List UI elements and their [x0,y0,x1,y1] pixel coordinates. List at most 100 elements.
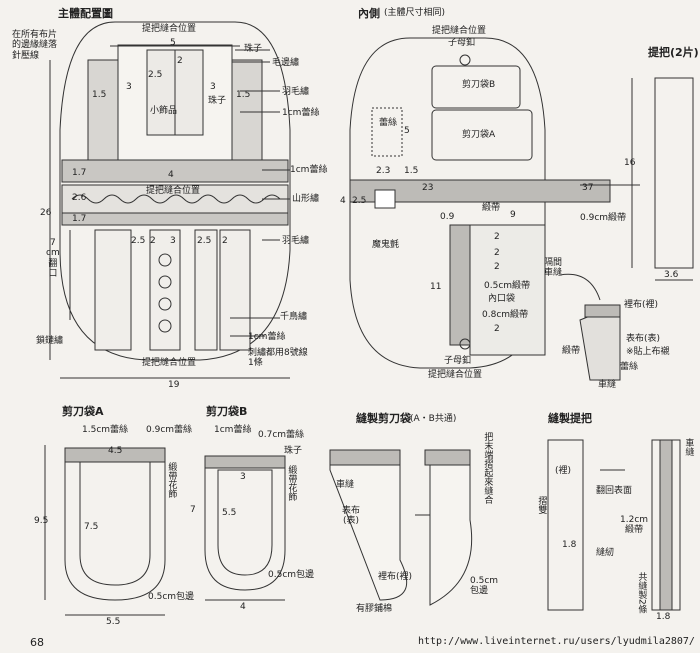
main-body-note: 在所有布片 的邊緣縫落 針壓線 [12,30,58,61]
inner-handle-pos-top: 提把縫合位置 [432,26,487,36]
opening-label: 7 cm 翻 口 [46,238,60,280]
inner-ribbon-08-label: 0.8cm緞帶 [482,310,529,320]
sew-pocket-batting: 有膠鋪棉 [356,604,393,614]
sew-handle-sew: 縫紉 [596,548,615,558]
handle-stitch-label: 車縫 [598,380,617,390]
inner-ribbon-09-label: 0.9cm緞帶 [580,213,627,223]
pocket-b-dim-5-5: 5.5 [222,508,237,518]
inner-body-outline [349,37,546,369]
dim-c2-5b: 2.5 [197,236,212,246]
dim-c2-5a: 2.5 [131,236,146,246]
sew-pocket-title: 縫製剪刀袋 [356,412,411,425]
pocket-a-lace09: 0.9cm蕾絲 [146,425,193,435]
mountain-stitch-label: 山形繡 [292,194,320,204]
main-body-title: 主體配置圖 [58,7,113,20]
pocket-b-dim-7: 7 [190,505,196,515]
inner-dim-9: 9 [510,210,516,220]
sew-pocket-bind: 0.5cm 包邊 [470,576,499,597]
pocket-b-bind: 0.5cm包邊 [268,570,315,580]
divider-strip [449,224,471,346]
pocket-b-dim-3: 3 [240,472,246,482]
inner-dim-5: 5 [404,126,410,136]
inner-dim-2d: 2 [494,324,500,334]
handle-pos-mid-label: 提把縫合位置 [146,186,201,196]
sew-handle-dim-1-8b: 1.8 [656,612,671,622]
sew-pocket-left [329,464,408,601]
inner-dim-2c: 2 [494,262,500,272]
pocket-a-dim-9-5: 9.5 [34,516,49,526]
pocket-a-ribbon-flower: 緞帶花飾 [166,462,177,498]
small-item-label: 小飾品 [150,106,178,116]
inner-lace-label: 蕾絲 [379,118,398,128]
velcro [374,189,396,209]
dim-19: 19 [168,380,180,390]
inner-handle-pos-bottom: 提把縫合位置 [428,370,483,380]
inner-dim-2b: 2 [494,248,500,258]
inner-dim-23: 23 [422,183,434,193]
pocket-b-dim-4: 4 [240,602,246,612]
dim-5: 5 [170,38,176,48]
lace-label-2: 1cm蕾絲 [290,165,328,175]
sew-pocket-fold: 把末端摺起來縫合 [482,432,493,504]
inner-pocket-a [431,109,533,161]
pocket-b-title: 剪刀袋B [206,405,248,418]
inner-dim-37: 37 [582,183,594,193]
inner-snap-top: 子母釦 [448,38,476,48]
pocket-a-bind: 0.5cm包邊 [148,592,195,602]
left-strip [87,59,119,161]
pocket-b-outline [204,457,286,591]
sew-handle-stitch: 車縫 [683,438,694,456]
source-url: http://www.liveinternet.ru/users/lyudmil… [418,636,695,647]
sew-pocket-lining: 裡布(裡) [378,572,413,582]
dim-4: 4 [168,170,174,180]
inner-dim-2-5: 2.5 [352,196,367,206]
bead-label-1: 珠子 [244,44,263,54]
pocket-a-dim-4-5: 4.5 [108,446,123,456]
dim-26: 26 [40,208,52,218]
dim-c2b: 2 [222,236,228,246]
dim-3b: 3 [210,82,216,92]
inner-dim-0-9: 0.9 [440,212,455,222]
band-top [61,159,289,183]
band-bottom [61,212,289,226]
inner-velcro-label: 魔鬼氈 [372,240,400,250]
right-strip [231,59,263,161]
pocket-b-ribbon-flower: 緞帶花飾 [286,465,297,501]
inner-ribbon-05-label: 0.5cm緞帶 [484,281,531,291]
dim-1-7b: 1.7 [72,214,87,224]
handle-pos-bottom-label: 提把縫合位置 [142,358,197,368]
handle-dim-16: 16 [624,158,636,168]
inner-pocket-a-label: 剪刀袋A [462,130,496,140]
lace-label-3: 1cm蕾絲 [248,332,286,342]
sew-pocket-outer: 表布 (表) [342,506,361,527]
sew-handle-title: 縫製提把 [548,412,592,425]
dim-2: 2 [177,56,183,66]
sew-handle-fold: 摺雙 [536,496,547,514]
pocket-a-outline [64,449,166,601]
sew-handle-inside: (裡) [555,466,572,476]
inner-dim-11: 11 [430,282,442,292]
inner-dim-2-3: 2.3 [376,166,391,176]
column-3 [194,229,218,351]
inner-subtitle: (主體尺寸相同) [384,8,446,18]
inner-dim-4: 4 [340,196,346,206]
inner-title: 內側 [358,7,380,20]
strap [349,179,611,203]
inner-pocket-label: 內口袋 [488,294,516,304]
pocket-b-bead: 珠子 [284,446,303,456]
lace-pocket [371,107,403,157]
dim-1-5a: 1.5 [92,90,107,100]
inner-dim-2a: 2 [494,232,500,242]
sew-pocket-subtitle: (A・B共通) [410,414,457,424]
bead-label-2: 珠子 [208,96,227,106]
sew-pocket-right [425,464,473,606]
inner-ribbon-label: 緞帶 [482,203,501,213]
handle-title: 提把(2片) [648,46,699,59]
dim-2-5: 2.5 [148,70,163,80]
column-2 [149,229,181,351]
handle-ribbon-label: 緞帶 [562,346,581,356]
dim-2-6: 2.6 [72,193,87,203]
lace-label-1: 1cm蕾絲 [282,108,320,118]
